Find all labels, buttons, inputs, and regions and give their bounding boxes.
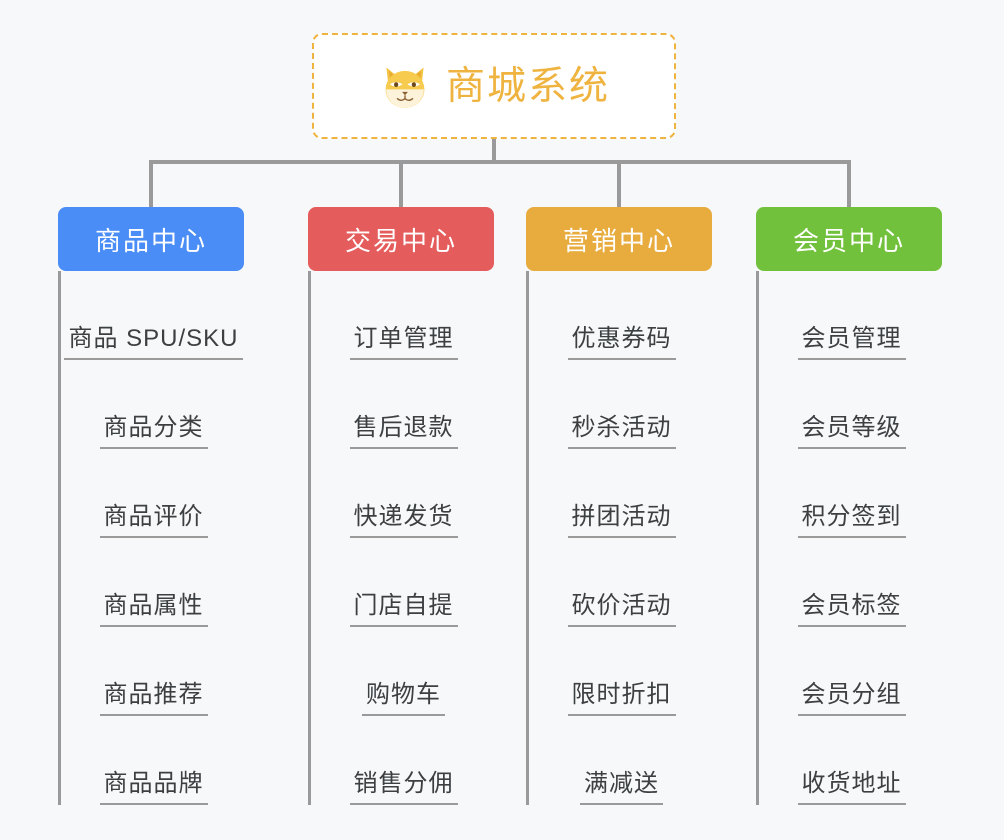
list-item[interactable]: 商品属性 <box>63 538 244 627</box>
list-item[interactable]: 会员标签 <box>761 538 942 627</box>
branch-header-marketing-center[interactable]: 营销中心 <box>526 207 712 271</box>
list-item[interactable]: 订单管理 <box>313 271 494 360</box>
shiba-dog-face-icon <box>385 67 425 108</box>
connector-drop-2 <box>399 160 403 207</box>
list-item[interactable]: 积分签到 <box>761 449 942 538</box>
list-item[interactable]: 会员等级 <box>761 360 942 449</box>
list-item[interactable]: 商品评价 <box>63 449 244 538</box>
branch-item-list: 商品 SPU/SKU 商品分类 商品评价 商品属性 商品推荐 商品品牌 <box>58 271 244 805</box>
list-item[interactable]: 满减送 <box>531 716 712 805</box>
branch-item-list: 优惠券码 秒杀活动 拼团活动 砍价活动 限时折扣 满减送 <box>526 271 712 805</box>
branch-header-member-center[interactable]: 会员中心 <box>756 207 942 271</box>
list-item-label: 商品推荐 <box>99 681 208 716</box>
list-item-label: 订单管理 <box>349 325 458 360</box>
branch-header-label: 营销中心 <box>562 225 675 256</box>
list-item-label: 商品评价 <box>99 503 208 538</box>
branch-header-label: 商品中心 <box>94 225 207 256</box>
list-item-label: 销售分佣 <box>349 770 458 805</box>
connector-drop-4 <box>847 160 851 207</box>
connector-drop-1 <box>149 160 153 207</box>
branch-column-trade-center: 交易中心 订单管理 售后退款 快递发货 门店自提 购物车 销售分佣 <box>308 207 494 805</box>
list-item-label: 限时折扣 <box>567 681 676 716</box>
list-item-label: 会员等级 <box>797 414 906 449</box>
list-item-label: 门店自提 <box>349 592 458 627</box>
list-item-label: 秒杀活动 <box>567 414 676 449</box>
list-item[interactable]: 销售分佣 <box>313 716 494 805</box>
list-item-label: 商品 SPU/SKU <box>64 325 243 360</box>
branch-column-product-center: 商品中心 商品 SPU/SKU 商品分类 商品评价 商品属性 商品推荐 商品品牌 <box>58 207 244 805</box>
list-item-label: 商品分类 <box>99 414 208 449</box>
list-item[interactable]: 快递发货 <box>313 449 494 538</box>
branch-item-list: 订单管理 售后退款 快递发货 门店自提 购物车 销售分佣 <box>308 271 494 805</box>
list-item[interactable]: 拼团活动 <box>531 449 712 538</box>
list-item[interactable]: 秒杀活动 <box>531 360 712 449</box>
root-node-shop-system[interactable]: 商城系统 <box>312 33 676 139</box>
list-item[interactable]: 限时折扣 <box>531 627 712 716</box>
root-node-label: 商城系统 <box>445 64 610 108</box>
list-item[interactable]: 商品 SPU/SKU <box>63 271 244 360</box>
list-item-label: 拼团活动 <box>567 503 676 538</box>
list-item[interactable]: 商品推荐 <box>63 627 244 716</box>
list-item[interactable]: 优惠券码 <box>531 271 712 360</box>
branch-column-marketing-center: 营销中心 优惠券码 秒杀活动 拼团活动 砍价活动 限时折扣 满减送 <box>526 207 712 805</box>
list-item-label: 优惠券码 <box>567 325 676 360</box>
connector-horizontal-bus <box>149 160 851 164</box>
branch-item-list: 会员管理 会员等级 积分签到 会员标签 会员分组 收货地址 <box>756 271 942 805</box>
list-item-label: 会员分组 <box>797 681 906 716</box>
list-item-label: 满减送 <box>580 770 663 805</box>
list-item[interactable]: 收货地址 <box>761 716 942 805</box>
list-item-label: 购物车 <box>362 681 445 716</box>
list-item-label: 收货地址 <box>797 770 906 805</box>
list-item-label: 砍价活动 <box>567 592 676 627</box>
list-item-label: 商品属性 <box>99 592 208 627</box>
list-item-label: 积分签到 <box>797 503 906 538</box>
list-item[interactable]: 购物车 <box>313 627 494 716</box>
branch-header-product-center[interactable]: 商品中心 <box>58 207 244 271</box>
branch-header-label: 交易中心 <box>344 225 457 256</box>
branch-header-label: 会员中心 <box>792 225 905 256</box>
connector-drop-3 <box>617 160 621 207</box>
connector-root-stem <box>492 139 496 163</box>
list-item-label: 快递发货 <box>349 503 458 538</box>
list-item[interactable]: 会员分组 <box>761 627 942 716</box>
branch-column-member-center: 会员中心 会员管理 会员等级 积分签到 会员标签 会员分组 收货地址 <box>756 207 942 805</box>
list-item-label: 商品品牌 <box>99 770 208 805</box>
list-item[interactable]: 商品分类 <box>63 360 244 449</box>
list-item[interactable]: 商品品牌 <box>63 716 244 805</box>
list-item[interactable]: 砍价活动 <box>531 538 712 627</box>
list-item-label: 会员管理 <box>797 325 906 360</box>
list-item[interactable]: 会员管理 <box>761 271 942 360</box>
list-item[interactable]: 售后退款 <box>313 360 494 449</box>
branch-header-trade-center[interactable]: 交易中心 <box>308 207 494 271</box>
list-item[interactable]: 门店自提 <box>313 538 494 627</box>
list-item-label: 售后退款 <box>349 414 458 449</box>
list-item-label: 会员标签 <box>797 592 906 627</box>
